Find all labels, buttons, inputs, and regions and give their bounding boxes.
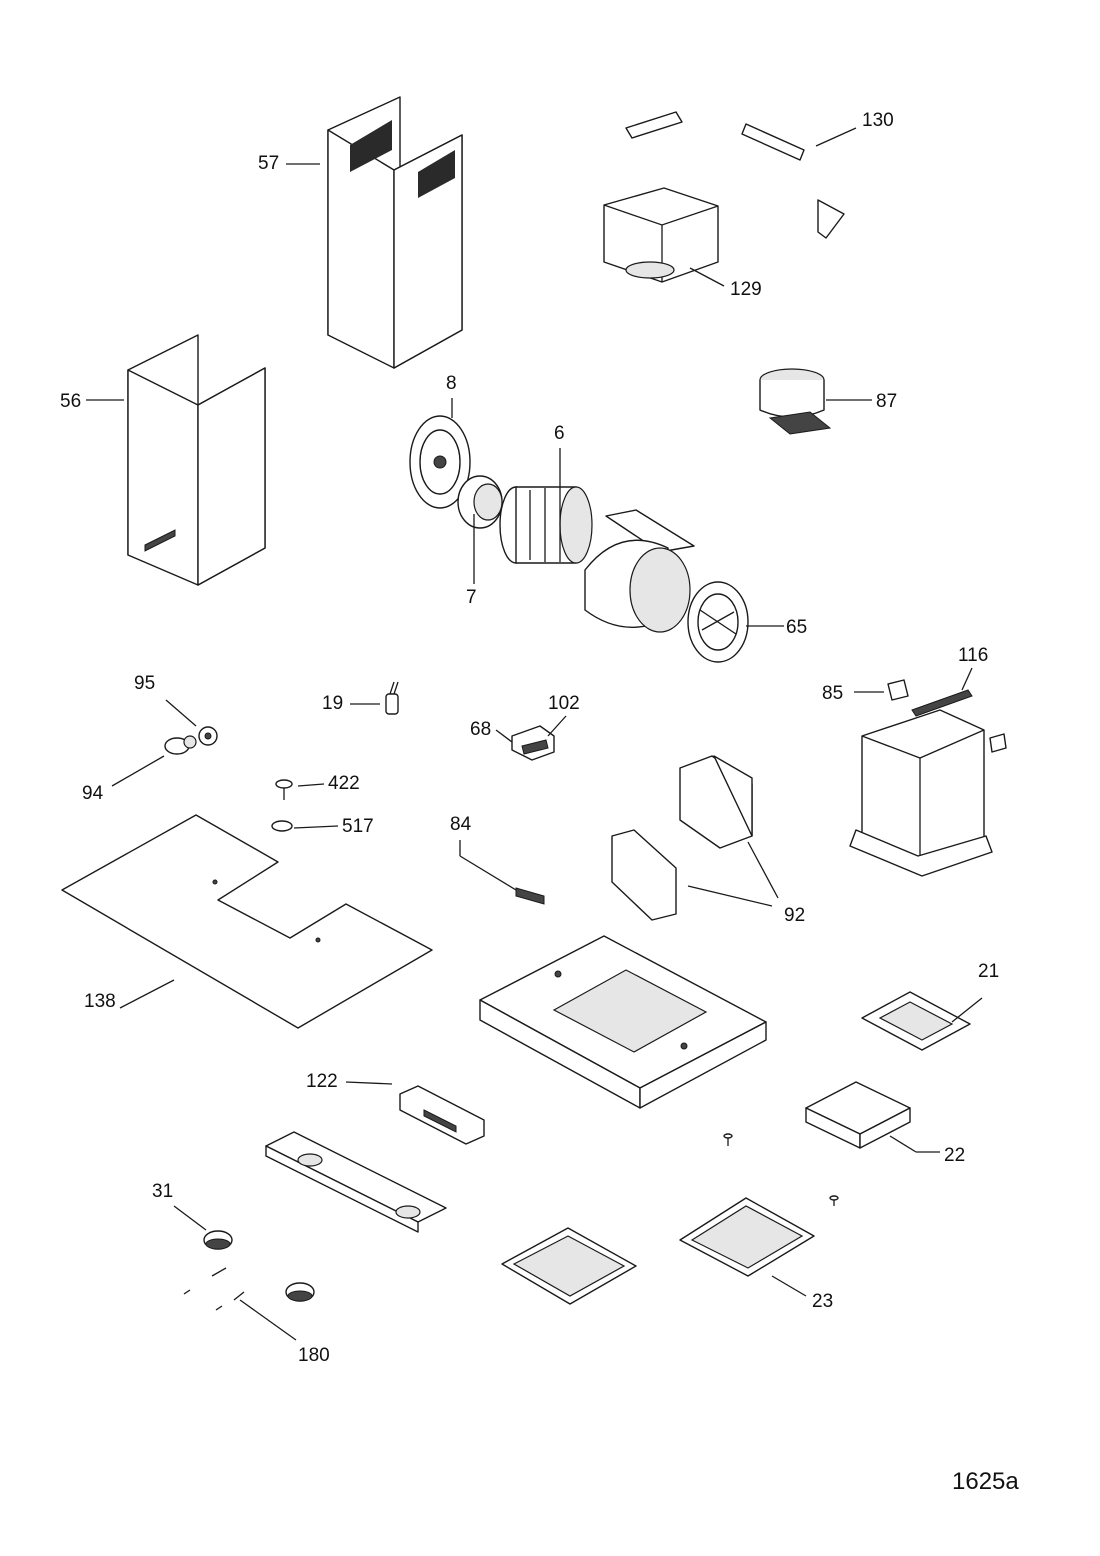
screw-pair [723, 1133, 839, 1206]
part-23-grease-filter-left [501, 1227, 637, 1305]
label-part-23: 23 [812, 1291, 834, 1312]
part-84-strip [515, 887, 545, 905]
part-130-brackets [625, 111, 845, 239]
part-95-nut [198, 726, 218, 746]
part-8-mount-plate [409, 415, 471, 509]
label-part-7: 7 [466, 587, 477, 608]
label-part-22: 22 [944, 1145, 966, 1166]
part-129-duct-adapter [603, 187, 719, 283]
label-part-422: 422 [328, 773, 360, 794]
part-180-pins [183, 1267, 245, 1311]
label-part-517: 517 [342, 816, 374, 837]
label-part-95: 95 [134, 673, 156, 694]
part-422-screw [275, 779, 293, 800]
label-part-57: 57 [258, 153, 280, 174]
label-part-116: 116 [958, 645, 989, 666]
diagram-code: 1625a [952, 1468, 1019, 1495]
part-21-filter-frame [861, 991, 971, 1051]
label-part-87: 87 [876, 391, 898, 412]
part-85-block [887, 679, 909, 701]
control-panel [265, 1131, 447, 1233]
label-part-56: 56 [60, 391, 82, 412]
part-7-motor [457, 475, 503, 529]
part-57-upper-chimney [327, 96, 463, 369]
label-part-68: 68 [470, 719, 492, 740]
part-122-terminal-block [399, 1085, 485, 1145]
label-part-6: 6 [554, 423, 565, 444]
label-part-21: 21 [978, 961, 1000, 982]
label-part-130: 130 [862, 110, 894, 131]
label-part-85: 85 [822, 683, 844, 704]
label-part-180: 180 [298, 1345, 330, 1366]
label-part-19: 19 [322, 693, 344, 714]
label-part-138: 138 [84, 991, 116, 1012]
label-part-102: 102 [548, 693, 580, 714]
part-87-round-outlet [759, 368, 832, 435]
part-116-bar [911, 689, 973, 717]
label-part-31: 31 [152, 1181, 174, 1202]
electrical-box [849, 709, 1007, 877]
label-part-92: 92 [784, 905, 806, 926]
part-94-connector [164, 735, 197, 755]
part-31-knobs [203, 1230, 315, 1302]
label-part-8: 8 [446, 373, 457, 394]
part-22-charcoal-filter [805, 1081, 911, 1149]
blower-housing [584, 509, 695, 633]
part-68-102-switch [511, 725, 555, 761]
part-56-lower-chimney [127, 334, 266, 586]
part-92-control-board [611, 755, 753, 921]
label-part-122: 122 [306, 1071, 338, 1092]
part-65-grille [687, 581, 749, 663]
label-part-129: 129 [730, 279, 762, 300]
part-138-gasket [61, 814, 433, 1029]
label-part-65: 65 [786, 617, 808, 638]
leader-lines [86, 127, 983, 1341]
hood-body [479, 935, 767, 1109]
part-23-grease-filter-right [679, 1197, 815, 1277]
label-part-94: 94 [82, 783, 104, 804]
label-part-84: 84 [450, 814, 472, 835]
part-517-clip [271, 820, 293, 832]
part-19-capacitor [385, 681, 399, 715]
part-6-blower-wheel [499, 486, 593, 564]
